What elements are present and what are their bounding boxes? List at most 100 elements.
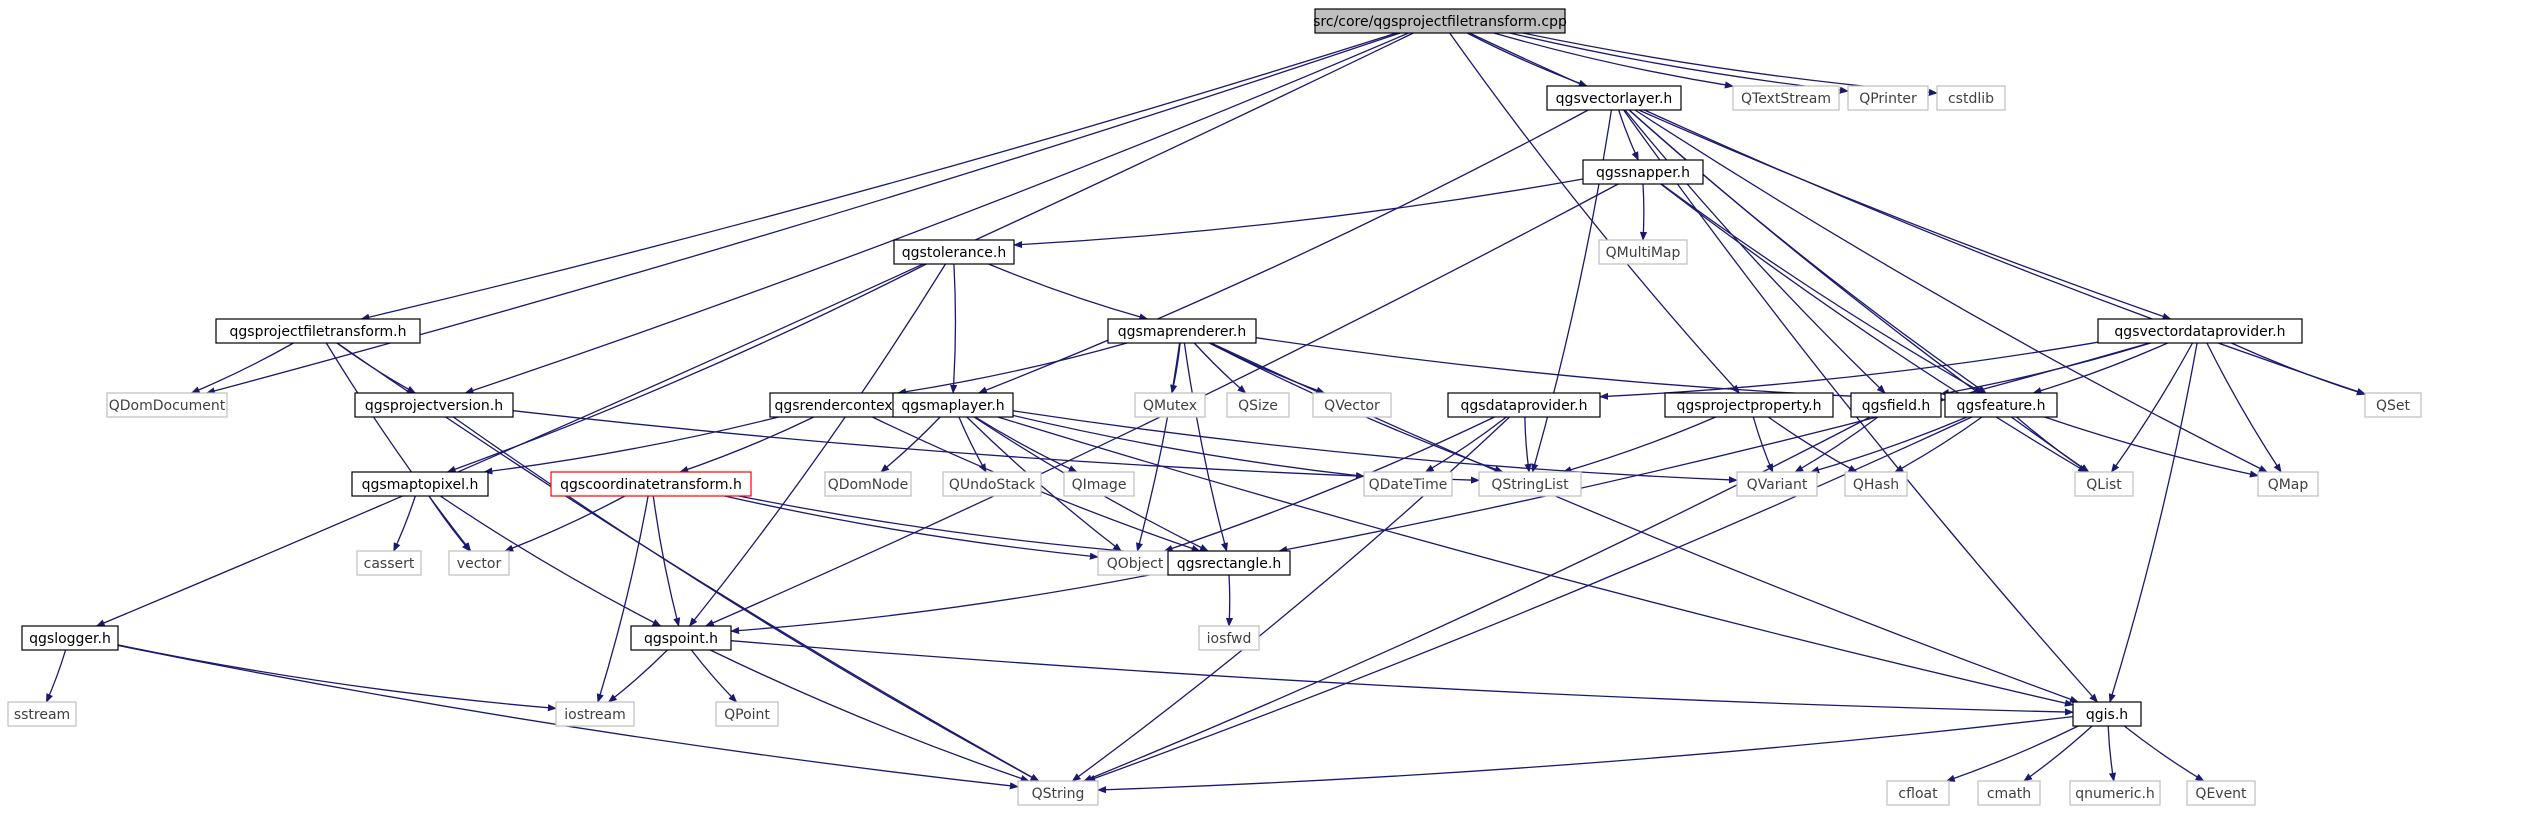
node-qgssnapper[interactable]: qgssnapper.h <box>1582 159 1704 185</box>
node-QHash: QHash <box>1844 471 1908 497</box>
node-label-root: src/core/qgsprojectfiletransform.cpp <box>1313 14 1567 30</box>
node-box-qgspoint <box>630 625 732 651</box>
node-box-QPoint <box>715 701 779 727</box>
node-box-qgsvectorlayer <box>1546 85 1682 111</box>
edge-qgsprojectfiletransform-to-QDomDocument <box>190 342 294 394</box>
edge-root-to-QTextStream <box>1493 32 1734 89</box>
node-qgsprojectproperty[interactable]: qgsprojectproperty.h <box>1664 392 1834 418</box>
node-qgis[interactable]: qgis.h <box>2072 701 2142 727</box>
edge-qgsvectordataprovider-to-qgsdataprovider <box>1599 341 2099 400</box>
node-box-qgsfeature <box>1944 392 2058 418</box>
edge-qgspoint-to-qgis <box>730 640 2074 716</box>
node-box-QString <box>1017 780 1099 806</box>
node-qgsvectorlayer[interactable]: qgsvectorlayer.h <box>1546 85 1682 111</box>
node-cassert: cassert <box>356 550 422 576</box>
node-QDomNode: QDomNode <box>824 471 912 497</box>
node-QMultiMap: QMultiMap <box>1598 239 1688 265</box>
edge-qgsfeature-to-QMap <box>2044 416 2259 478</box>
node-box-vector <box>448 550 510 576</box>
node-box-qgsprojectfiletransform <box>215 318 421 344</box>
node-QUndoStack: QUndoStack <box>942 471 1042 497</box>
node-label-qgssnapper: qgssnapper.h <box>1596 165 1690 181</box>
node-label-cfloat: cfloat <box>1898 786 1938 802</box>
node-box-iosfwd <box>1198 625 1260 651</box>
node-box-qgslogger <box>21 625 119 651</box>
node-box-QMap <box>2257 471 2319 497</box>
node-QSet: QSet <box>2364 392 2422 418</box>
node-iosfwd: iosfwd <box>1198 625 1260 651</box>
node-label-QStringList: QStringList <box>1491 477 1569 493</box>
edge-qgsfeature-to-QList <box>2016 416 2090 473</box>
node-label-sstream: sstream <box>14 707 70 723</box>
edge-qgsvectorlayer-to-qgsmaplayer <box>977 109 1589 394</box>
node-cmath: cmath <box>1977 780 2041 806</box>
edge-qgstolerance-to-qgspoint <box>688 263 947 627</box>
node-qgsmaplayer[interactable]: qgsmaplayer.h <box>892 392 1014 418</box>
node-qgsfield[interactable]: qgsfield.h <box>1850 392 1942 418</box>
edge-qgsvectordataprovider-to-QSet <box>2231 342 2366 396</box>
edge-root-to-qgsprojectfiletransform <box>360 32 1397 321</box>
node-qgsvectordataprovider[interactable]: qgsvectordataprovider.h <box>2097 318 2303 344</box>
node-box-QTextStream <box>1732 85 1840 111</box>
node-QPrinter: QPrinter <box>1847 85 1929 111</box>
node-label-qnumeric: qnumeric.h <box>2075 786 2155 802</box>
edge-qgsvectorlayer-to-qgssnapper <box>1618 109 1639 161</box>
node-box-QVector <box>1312 392 1392 418</box>
edge-root-to-qgsvectordataprovider <box>1469 32 2172 320</box>
node-label-qgsfeature: qgsfeature.h <box>1957 398 2046 414</box>
node-QVector: QVector <box>1312 392 1392 418</box>
node-QImage: QImage <box>1063 471 1135 497</box>
edge-qgsvectordataprovider-to-QList <box>2110 342 2194 473</box>
node-label-QMutex: QMutex <box>1143 398 1197 414</box>
node-qgscoordinatetransform[interactable]: qgscoordinatetransform.h <box>550 471 752 497</box>
edge-qgscoordinatetransform-to-qgsrectangle <box>738 495 1169 558</box>
node-label-qgsprojectfiletransform: qgsprojectfiletransform.h <box>230 324 407 340</box>
node-box-qgsmaprenderer <box>1107 318 1257 344</box>
node-qgsmaptopixel[interactable]: qgsmaptopixel.h <box>351 471 489 497</box>
node-label-qgspoint: qgspoint.h <box>644 631 718 647</box>
node-root[interactable]: src/core/qgsprojectfiletransform.cpp <box>1313 8 1567 34</box>
node-qgstolerance[interactable]: qgstolerance.h <box>893 239 1015 265</box>
node-label-iosfwd: iosfwd <box>1207 631 1252 647</box>
node-QEvent: QEvent <box>2186 780 2256 806</box>
node-qgsdataprovider[interactable]: qgsdataprovider.h <box>1447 392 1601 418</box>
node-label-qgsrendercontext: qgsrendercontext.h <box>774 398 911 414</box>
node-label-QString: QString <box>1032 786 1085 802</box>
node-qgsfeature[interactable]: qgsfeature.h <box>1944 392 2058 418</box>
edge-qgssnapper-to-qgstolerance <box>1013 178 1584 249</box>
node-box-qgssnapper <box>1582 159 1704 185</box>
edge-qgscoordinatetransform-to-vector <box>504 495 626 552</box>
node-qgslogger[interactable]: qgslogger.h <box>21 625 119 651</box>
node-label-qgsvectorlayer: qgsvectorlayer.h <box>1556 91 1673 107</box>
edge-qgsfeature-to-QHash <box>1894 416 1983 473</box>
node-box-qgstolerance <box>893 239 1015 265</box>
edge-qgssnapper-to-qgsfeature <box>1661 183 1984 394</box>
edge-qgsrendercontext-to-qgsmaptopixel <box>483 416 779 475</box>
edge-qgsmaplayer-to-QUndoStack <box>958 416 987 473</box>
edge-qgslogger-to-iostream <box>117 644 557 712</box>
node-box-qgsprojectversion <box>354 392 514 418</box>
edge-qgsrectangle-to-iosfwd <box>1225 574 1234 627</box>
edge-qgsmaplayer-to-QObject <box>966 416 1122 552</box>
node-box-QSet <box>2364 392 2422 418</box>
node-box-QDateTime <box>1363 471 1453 497</box>
edge-qgscoordinatetransform-to-iostream <box>596 495 649 703</box>
node-label-QDomDocument: QDomDocument <box>109 398 226 414</box>
node-box-QUndoStack <box>942 471 1042 497</box>
node-cstdlib: cstdlib <box>1936 85 2006 111</box>
node-box-QImage <box>1063 471 1135 497</box>
node-qgsprojectversion[interactable]: qgsprojectversion.h <box>354 392 514 418</box>
node-qgsprojectfiletransform[interactable]: qgsprojectfiletransform.h <box>215 318 421 344</box>
edge-qgsmaptopixel-to-cassert <box>393 495 416 552</box>
node-qgsmaprenderer[interactable]: qgsmaprenderer.h <box>1107 318 1257 344</box>
node-box-cstdlib <box>1936 85 2006 111</box>
edge-qgsmaplayer-to-QImage <box>974 416 1078 473</box>
node-qgsrectangle[interactable]: qgsrectangle.h <box>1167 550 1291 576</box>
edge-qgsprojectversion-to-QStringList <box>512 410 1480 484</box>
node-qgsrendercontext[interactable]: qgsrendercontext.h <box>769 392 917 418</box>
node-QDateTime: QDateTime <box>1363 471 1453 497</box>
node-label-QPrinter: QPrinter <box>1859 91 1917 107</box>
node-qgspoint[interactable]: qgspoint.h <box>630 625 732 651</box>
edge-qgsdataprovider-to-QString <box>1071 416 1511 782</box>
edge-root-to-qgsprojectproperty <box>1449 32 1740 394</box>
